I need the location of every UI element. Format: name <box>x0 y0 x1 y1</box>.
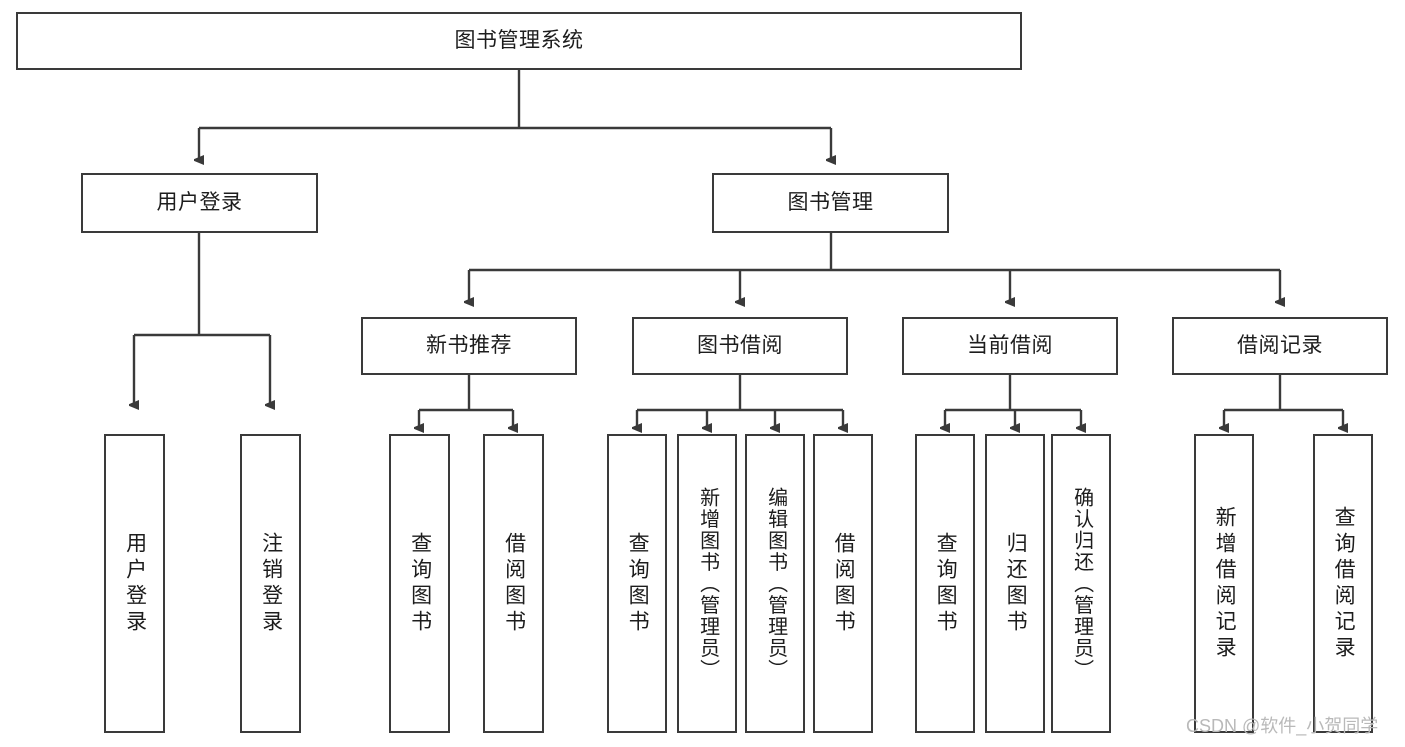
leaf-user-login-signout[interactable]: 注销登录 <box>240 434 301 733</box>
node-user-login-label: 用户登录 <box>156 190 243 214</box>
leaf-label: 编辑图书（管理员） <box>764 486 787 681</box>
leaf-label: 归还图书 <box>1004 531 1028 636</box>
node-current-borrow-label: 当前借阅 <box>967 333 1053 357</box>
leaf-borrow-borrow-book[interactable]: 借阅图书 <box>813 434 873 733</box>
leaf-record-add[interactable]: 新增借阅记录 <box>1194 434 1254 733</box>
node-borrow-record[interactable]: 借阅记录 <box>1172 317 1388 375</box>
leaf-label: 用户登录 <box>123 531 147 636</box>
leaf-borrow-add-book[interactable]: 新增图书（管理员） <box>677 434 737 733</box>
leaf-new-book-query[interactable]: 查询图书 <box>389 434 450 733</box>
leaf-user-login-signin[interactable]: 用户登录 <box>104 434 165 733</box>
node-root-label: 图书管理系统 <box>454 28 584 52</box>
leaf-label: 借阅图书 <box>832 531 856 636</box>
leaf-label: 查询借阅记录 <box>1332 505 1356 662</box>
leaf-label: 新增借阅记录 <box>1213 505 1237 662</box>
leaf-label: 查询图书 <box>934 531 958 636</box>
leaf-label: 注销登录 <box>259 531 283 636</box>
node-borrow-record-label: 借阅记录 <box>1237 333 1323 357</box>
leaf-borrow-edit-book[interactable]: 编辑图书（管理员） <box>745 434 805 733</box>
leaf-new-book-borrow[interactable]: 借阅图书 <box>483 434 544 733</box>
node-user-login[interactable]: 用户登录 <box>81 173 318 233</box>
node-book-management-label: 图书管理 <box>787 190 874 214</box>
node-current-borrow[interactable]: 当前借阅 <box>902 317 1118 375</box>
leaf-label: 查询图书 <box>626 531 650 636</box>
leaf-current-query-book[interactable]: 查询图书 <box>915 434 975 733</box>
node-new-book-recommend[interactable]: 新书推荐 <box>361 317 577 375</box>
node-new-book-recommend-label: 新书推荐 <box>426 333 512 357</box>
leaf-label: 确认归还（管理员） <box>1070 486 1093 681</box>
leaf-label: 查询图书 <box>408 531 432 636</box>
leaf-record-query[interactable]: 查询借阅记录 <box>1313 434 1373 733</box>
leaf-current-confirm-return[interactable]: 确认归还（管理员） <box>1051 434 1111 733</box>
node-root[interactable]: 图书管理系统 <box>16 12 1022 70</box>
leaf-borrow-query-book[interactable]: 查询图书 <box>607 434 667 733</box>
leaf-label: 借阅图书 <box>502 531 526 636</box>
node-book-borrow[interactable]: 图书借阅 <box>632 317 848 375</box>
leaf-label: 新增图书（管理员） <box>696 486 719 681</box>
node-book-borrow-label: 图书借阅 <box>697 333 783 357</box>
node-book-management[interactable]: 图书管理 <box>712 173 949 233</box>
csdn-watermark: CSDN @软件_小贺同学 <box>1186 716 1379 736</box>
leaf-current-return-book[interactable]: 归还图书 <box>985 434 1045 733</box>
